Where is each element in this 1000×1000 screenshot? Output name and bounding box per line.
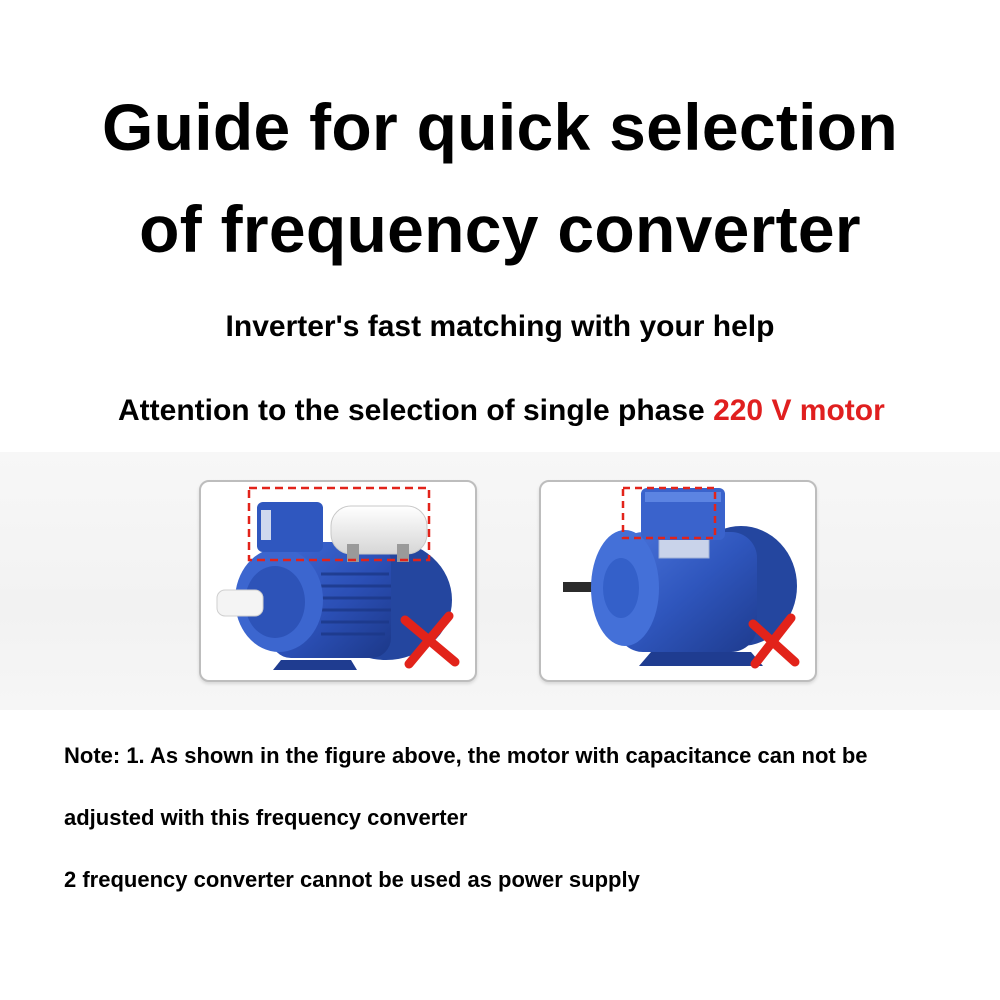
motor-with-capacitor-box-illustration [563, 486, 800, 669]
title-line-2: of frequency converter [139, 192, 861, 266]
subtitle: Inverter's fast matching with your help [225, 310, 775, 343]
note-line-2: adjusted with this frequency converter [64, 805, 468, 830]
motor-with-capacitor-illustration [216, 486, 460, 670]
red-cross-icon [400, 611, 460, 669]
attention-line: Attention to the selection of single pha… [118, 396, 885, 426]
motor-figure-right [539, 480, 817, 682]
attention-text: Attention to the selection of single pha… [118, 394, 714, 427]
red-cross-icon [748, 613, 800, 669]
figure-band [0, 452, 1000, 710]
note-line-1: Note: 1. As shown in the figure above, t… [64, 743, 868, 768]
motor-figure-left [199, 480, 477, 682]
title-line-1: Guide for quick selection [102, 90, 898, 164]
attention-highlight: 220 V motor [713, 394, 885, 427]
note-line-3: 2 frequency converter cannot be used as … [64, 867, 640, 892]
notes-panel [8, 710, 1000, 865]
